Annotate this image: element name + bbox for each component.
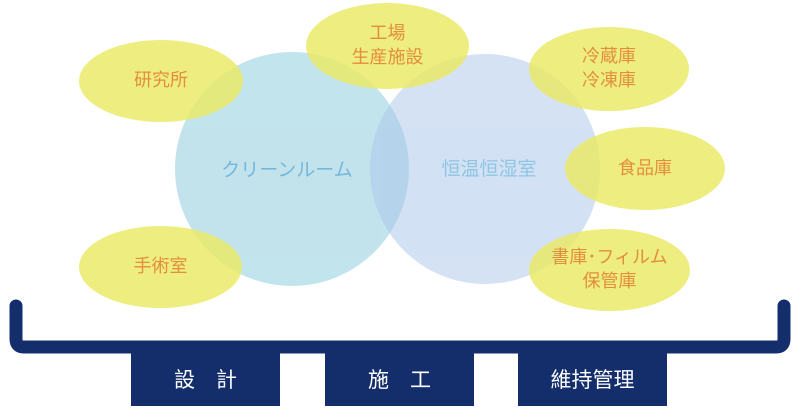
lab-label: 研究所 — [134, 70, 188, 91]
archive-label-line2: 保管庫 — [582, 271, 637, 292]
construction-stage-label: 施 工 — [368, 367, 431, 392]
food-storage-ellipse: 食品庫 — [565, 127, 725, 210]
factory-ellipse: 工場 生産施設 — [306, 3, 469, 89]
factory-label-line1: 工場 — [369, 23, 406, 44]
cold-storage-ellipse: 冷蔵庫 冷凍庫 — [529, 27, 689, 111]
archive-ellipse: 書庫･フィルム 保管庫 — [529, 229, 690, 311]
surgery-room-label: 手術室 — [133, 256, 188, 277]
design-stage-label: 設 計 — [174, 367, 237, 392]
construction-stage-box: 施 工 — [325, 351, 474, 406]
maintenance-stage-box: 維持管理 — [518, 351, 667, 406]
archive-label-line1: 書庫･フィルム — [551, 247, 668, 268]
cold-storage-label-line2: 冷凍庫 — [582, 70, 636, 91]
clean-room-label: クリーンルーム — [221, 158, 353, 181]
thermo-hygrostat-room-label: 恒温恒湿室 — [441, 157, 537, 180]
lab-ellipse: 研究所 — [79, 40, 243, 122]
surgery-room-ellipse: 手術室 — [79, 226, 242, 308]
cold-storage-label-line1: 冷蔵庫 — [582, 46, 636, 67]
food-storage-label: 食品庫 — [618, 157, 672, 179]
design-stage-box: 設 計 — [131, 351, 280, 406]
factory-label-line2: 生産施設 — [351, 47, 424, 68]
maintenance-stage-label: 維持管理 — [550, 367, 635, 392]
